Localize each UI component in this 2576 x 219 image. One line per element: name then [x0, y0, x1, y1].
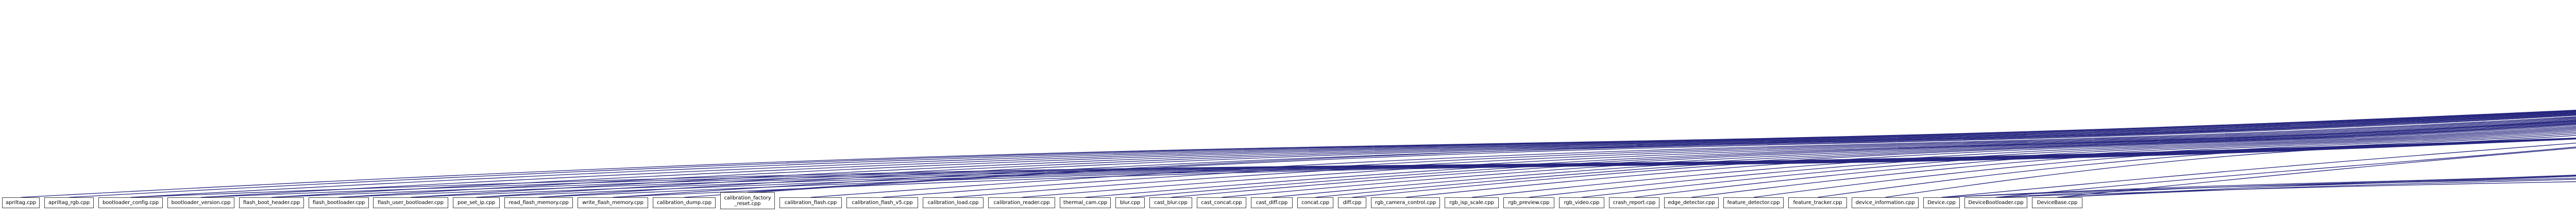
- graph-edge: [338, 138, 2576, 198]
- graph-node-calibration-load-cpp[interactable]: calibration_load.cpp: [923, 197, 984, 208]
- graph-edge: [613, 139, 2576, 198]
- graph-edge: [410, 112, 2576, 198]
- graph-node-crash-report-cpp[interactable]: crash_report.cpp: [1609, 197, 1659, 208]
- graph-node-cast-concat-cpp[interactable]: cast_concat.cpp: [1197, 197, 1246, 208]
- graph-node-device-cpp[interactable]: Device.cpp: [1923, 197, 1960, 208]
- graph-edge: [1130, 120, 2576, 198]
- graph-edge: [338, 112, 2576, 198]
- graph-node-flash-user-bootloader-cpp[interactable]: flash_user_bootloader.cpp: [373, 197, 448, 208]
- graph-node-apriltag-cpp[interactable]: apriltag.cpp: [2, 197, 40, 208]
- graph-edge: [200, 138, 2576, 198]
- graph-edge: [1634, 129, 2576, 198]
- graph-edge: [1085, 120, 2576, 198]
- graph-edge: [882, 117, 2576, 198]
- graph-node-cast-diff-cpp[interactable]: cast_diff.cpp: [1251, 197, 1293, 208]
- graph-node-calibration-flash-v5-cpp[interactable]: calibration_flash_v5.cpp: [846, 197, 918, 208]
- graph-node-calibration-dump-cpp[interactable]: calibration_dump.cpp: [653, 197, 716, 208]
- graph-edge: [1885, 135, 2576, 198]
- graph-node-devicebootloader-cpp[interactable]: DeviceBootloader.cpp: [1964, 197, 2027, 208]
- graph-edge: [200, 111, 2576, 198]
- graph-edge: [476, 113, 2576, 198]
- graph-node-write-flash-memory-cpp[interactable]: write_flash_memory.cpp: [578, 197, 648, 208]
- graph-edge: [1753, 131, 2576, 198]
- graph-edge: [69, 110, 2576, 198]
- graph-edge: [1471, 126, 2576, 198]
- graph-edge: [1315, 123, 2576, 198]
- graph-node-diff-cpp[interactable]: diff.cpp: [1338, 197, 1366, 208]
- graph-node-rgb-isp-scale-cpp[interactable]: rgb_isp_scale.cpp: [1445, 197, 1499, 208]
- graph-edge: [476, 138, 2576, 198]
- graph-edge: [1021, 119, 2576, 198]
- graph-edge: [1221, 122, 2576, 198]
- graph-node-cast-blur-cpp[interactable]: cast_blur.cpp: [1149, 197, 1192, 208]
- graph-node-read-flash-memory-cpp[interactable]: read_flash_memory.cpp: [504, 197, 573, 208]
- graph-edge: [684, 115, 2576, 198]
- graph-node-feature-tracker-cpp[interactable]: feature_tracker.cpp: [1788, 197, 1847, 208]
- graph-edge: [1941, 177, 2576, 198]
- graph-edge: [1817, 133, 2576, 198]
- graph-edge: [271, 111, 2576, 198]
- graph-edge: [2057, 147, 2576, 198]
- graph-edge: [1352, 124, 2576, 198]
- graph-node-flash-bootloader-cpp[interactable]: flash_bootloader.cpp: [309, 197, 369, 208]
- graph-node-feature-detector-cpp[interactable]: feature_detector.cpp: [1723, 197, 1784, 208]
- graph-edge: [1691, 130, 2576, 198]
- graph-node-apriltag-rgb-cpp[interactable]: apriltag_rgb.cpp: [44, 197, 94, 208]
- graph-edge: [953, 118, 2576, 198]
- graph-edge: [2057, 179, 2576, 198]
- graph-edge: [1272, 122, 2576, 198]
- graph-node-blur-cpp[interactable]: blur.cpp: [1115, 197, 1145, 208]
- graph-node-thermal-cam-cpp[interactable]: thermal_cam.cpp: [1060, 197, 1111, 208]
- graph-node-rgb-preview-cpp[interactable]: rgb_preview.cpp: [1503, 197, 1554, 208]
- graph-edge: [1581, 128, 2576, 198]
- graph-edge: [810, 116, 2576, 198]
- graph-edge: [1995, 146, 2576, 198]
- graph-edge: [1405, 124, 2576, 198]
- graph-edge: [1171, 121, 2576, 198]
- graph-edge: [747, 114, 2576, 193]
- graph-edge: [130, 138, 2576, 198]
- graph-edge: [538, 138, 2576, 198]
- graph-node-device-information-cpp[interactable]: device_information.cpp: [1852, 197, 1919, 208]
- graph-edge: [1941, 175, 2576, 198]
- graph-node-rgb-camera-control-cpp[interactable]: rgb_camera_control.cpp: [1371, 197, 1440, 208]
- graph-node-rgb-video-cpp[interactable]: rgb_video.cpp: [1559, 197, 1604, 208]
- graph-edge: [613, 114, 2576, 198]
- graph-node-calibration-reader-cpp[interactable]: calibration_reader.cpp: [988, 197, 1055, 208]
- graph-edge: [410, 138, 2576, 198]
- graph-edge: [271, 138, 2576, 198]
- graph-edge: [1995, 175, 2576, 198]
- graph-edge: [1995, 181, 2576, 198]
- graph-node-concat-cpp[interactable]: concat.cpp: [1297, 197, 1333, 208]
- graph-node-flash-boot-header-cpp[interactable]: flash_boot_header.cpp: [239, 197, 304, 208]
- graph-edge: [21, 110, 2576, 198]
- graph-node-edge-detector-cpp[interactable]: edge_detector.cpp: [1664, 197, 1719, 208]
- graph-node-bootloader-config-cpp[interactable]: bootloader_config.cpp: [98, 197, 163, 208]
- graph-node-bootloader-version-cpp[interactable]: bootloader_version.cpp: [167, 197, 234, 208]
- graph-edge: [130, 110, 2576, 198]
- graph-edge: [538, 113, 2576, 198]
- graph-node-calibration-factory-reset-cpp[interactable]: calibration_factory _reset.cpp: [720, 192, 775, 209]
- graph-edge: [1941, 143, 2576, 198]
- graph-node-calibration-flash-cpp[interactable]: calibration_flash.cpp: [779, 197, 842, 208]
- graph-edge: [1529, 127, 2576, 198]
- graph-node-poe-set-ip-cpp[interactable]: poe_set_ip.cpp: [453, 197, 500, 208]
- graph-edge: [2057, 176, 2576, 198]
- graph-node-devicebase-cpp[interactable]: DeviceBase.cpp: [2032, 197, 2082, 208]
